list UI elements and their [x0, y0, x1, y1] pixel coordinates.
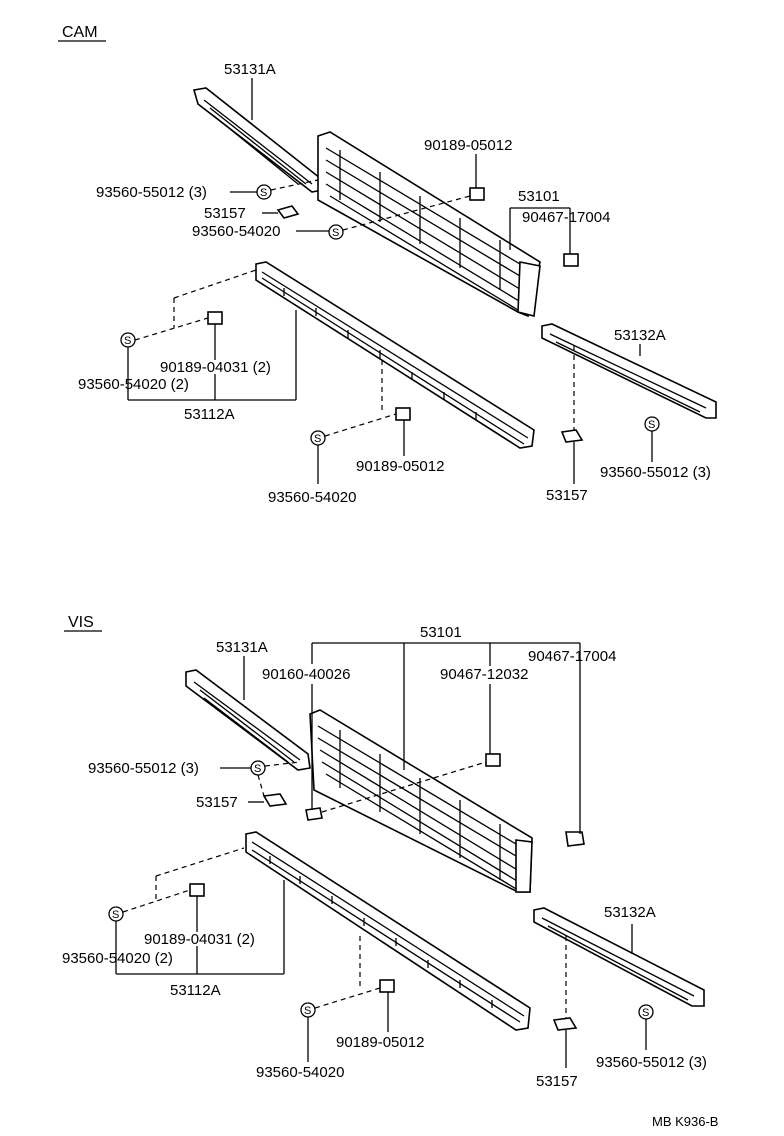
cam-leader-lines: [127, 78, 653, 484]
footer-code: MB K936-B: [652, 1114, 718, 1129]
cam-label-93560-54020-2: 93560-54020 (2): [78, 376, 189, 393]
cam-label-93560-54020-top: 93560-54020: [192, 223, 280, 240]
cam-grille-53101: [317, 131, 541, 318]
cam-clip-90189-05012-top: [469, 187, 485, 201]
cam-label-53101: 53101: [518, 188, 560, 205]
vis-label-93560-55012-right: 93560-55012 (3): [596, 1054, 707, 1071]
cam-molding-53132a: [541, 323, 717, 419]
cam-clip-90467-17004: [563, 253, 579, 267]
cam-clip-90189-04031: [207, 311, 223, 325]
vis-molding-53132a: [533, 907, 705, 1007]
vis-seal-symbol-2: S: [108, 906, 124, 922]
svg-text:S: S: [642, 1007, 649, 1019]
vis-label-53132a: 53132A: [604, 904, 656, 921]
vis-label-53131a: 53131A: [216, 639, 268, 656]
svg-text:S: S: [314, 433, 321, 445]
cam-label-90467-17004: 90467-17004: [522, 209, 610, 226]
cam-label-93560-55012-left: 93560-55012 (3): [96, 184, 207, 201]
vis-label-53157-bottom: 53157: [536, 1073, 578, 1090]
svg-text:S: S: [112, 909, 119, 921]
cam-label-53112a: 53112A: [184, 406, 235, 423]
vis-seal-symbol-3: S: [300, 1002, 316, 1018]
cam-bracket-53157-top: [276, 205, 300, 219]
vis-section: VIS: [62, 614, 707, 1090]
vis-seal-symbol-4: S: [638, 1004, 654, 1020]
cam-molding-53131a: [192, 87, 323, 193]
vis-label-90189-05012: 90189-05012: [336, 1034, 424, 1051]
cam-clip-90189-05012-bottom: [395, 407, 411, 421]
vis-leader-lines: [115, 642, 647, 1068]
vis-label-93560-55012-left: 93560-55012 (3): [88, 760, 199, 777]
vis-bracket-53157-bottom: [552, 1017, 578, 1031]
cam-seal-symbol-3: S: [120, 332, 136, 348]
vis-label-93560-54020-2: 93560-54020 (2): [62, 950, 173, 967]
vis-clip-90467-17004: [565, 831, 585, 847]
vis-clip-90189-04031: [189, 883, 205, 897]
cam-label-93560-54020-bottom: 93560-54020: [268, 489, 356, 506]
vis-label-93560-54020: 93560-54020: [256, 1064, 344, 1081]
vis-label-90189-04031: 90189-04031 (2): [144, 931, 255, 948]
vis-label-90467-17004: 90467-17004: [528, 648, 616, 665]
svg-text:S: S: [304, 1005, 311, 1017]
svg-text:S: S: [124, 335, 131, 347]
cam-label-53132a: 53132A: [614, 327, 666, 344]
vis-molding-53131a: [185, 669, 311, 771]
vis-clip-90189-05012: [379, 979, 395, 993]
cam-label-53157-bottom: 53157: [546, 487, 588, 504]
vis-section-title: VIS: [68, 614, 94, 631]
cam-label-90189-05012-bottom: 90189-05012: [356, 458, 444, 475]
cam-label-93560-55012-right: 93560-55012 (3): [600, 464, 711, 481]
vis-clip-90467-12032: [485, 753, 501, 767]
cam-seal-symbol-5: S: [644, 416, 660, 432]
cam-seal-symbol-4: S: [310, 430, 326, 446]
vis-bracket-53157-top: [262, 793, 288, 807]
svg-text:S: S: [332, 227, 339, 239]
vis-label-90467-12032: 90467-12032: [440, 666, 528, 683]
cam-seal-symbol-2: S: [328, 224, 344, 240]
cam-section: CAM S: [58, 24, 717, 506]
svg-text:S: S: [648, 419, 655, 431]
vis-seal-symbol-1: S: [250, 760, 266, 776]
vis-screw-90160-40026: [305, 807, 323, 821]
cam-seal-symbol-1: S: [256, 184, 272, 200]
vis-grille-53101: [309, 709, 533, 893]
cam-section-title: CAM: [62, 24, 98, 41]
cam-label-90189-04031: 90189-04031 (2): [160, 359, 271, 376]
cam-label-53157-top: 53157: [204, 205, 246, 222]
vis-label-53101: 53101: [420, 624, 462, 641]
cam-bracket-53157-bottom: [560, 429, 584, 443]
svg-text:S: S: [260, 187, 267, 199]
cam-label-53131a: 53131A: [224, 61, 276, 78]
cam-label-90189-05012-top: 90189-05012: [424, 137, 512, 154]
vis-molding-53112a: [245, 831, 531, 1031]
svg-text:S: S: [254, 763, 261, 775]
cam-molding-53112a: [255, 261, 535, 449]
vis-label-53112a: 53112A: [170, 982, 221, 999]
vis-label-90160-40026: 90160-40026: [262, 666, 350, 683]
vis-label-53157-top: 53157: [196, 794, 238, 811]
